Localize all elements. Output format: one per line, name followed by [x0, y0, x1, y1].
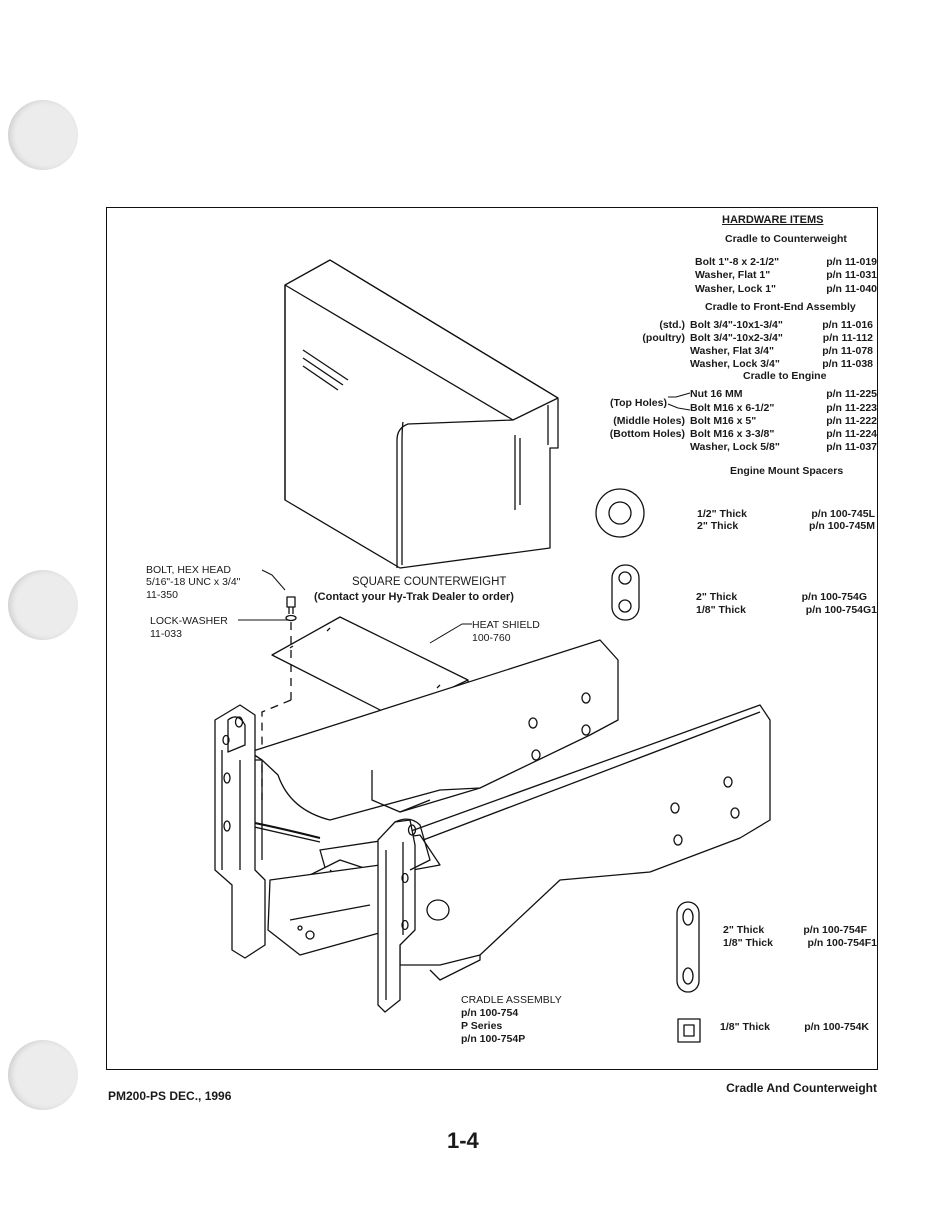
spacer-pn: p/n 100-754F1: [807, 937, 877, 949]
cradle-drawing: [249, 639, 771, 981]
callout-leaders: [238, 392, 691, 644]
round-washer-icon: [595, 488, 645, 538]
hardware-pn: p/n 11-040: [826, 283, 877, 295]
document-id: PM200-PS DEC., 1996: [108, 1089, 232, 1103]
spacer-desc: 2" Thick: [696, 591, 738, 603]
spacer-icons: [595, 488, 701, 1043]
hardware-desc: Washer, Flat 3/4": [690, 345, 774, 357]
cradle-callout-line-1: CRADLE ASSEMBLY: [461, 994, 562, 1006]
bolt-callout-line-1: BOLT, HEX HEAD: [146, 564, 231, 576]
hardware-pn: p/n 11-037: [826, 441, 877, 453]
counterweight-callout-line-2: (Contact your Hy-Trak Dealer to order): [314, 591, 514, 603]
spacers-heading: Engine Mount Spacers: [730, 465, 844, 477]
double-hole-spacer-icon: [611, 564, 640, 621]
diagram-frame: [106, 207, 878, 1070]
hardware-pn: p/n 11-225: [826, 388, 877, 400]
cradle-callout-line-3: P Series: [461, 1020, 503, 1032]
lockwasher-callout-line-1: LOCK-WASHER: [150, 615, 228, 627]
hardware-prefix: (Bottom Holes): [609, 428, 685, 440]
square-spacer-icon: [677, 1018, 701, 1043]
spacer-pn: p/n 100-754G: [801, 591, 867, 603]
group-heading-cradle-to-counterweight: Cradle to Counterweight: [725, 233, 847, 245]
group-heading-cradle-to-engine: Cradle to Engine: [743, 370, 827, 382]
spacer-pn: p/n 100-754F: [803, 924, 867, 936]
hardware-pn: p/n 11-078: [822, 345, 873, 357]
hardware-pn: p/n 11-222: [826, 415, 877, 427]
cradle-callout-line-4: p/n 100-754P: [461, 1033, 526, 1045]
right-bracket-drawing: [297, 818, 450, 1013]
hardware-desc: Bolt 3/4"-10x2-3/4": [690, 332, 783, 344]
hardware-desc: Bolt M16 x 6-1/2": [690, 402, 775, 414]
hardware-pn: p/n 11-224: [826, 428, 877, 440]
spacer-desc: 1/8" Thick: [723, 937, 773, 949]
rail-bolt-holes: [528, 692, 740, 846]
hardware-desc: Bolt 3/4"-10x1-3/4": [690, 319, 783, 331]
left-bracket-drawing: [214, 704, 266, 959]
group-heading-cradle-to-front-end: Cradle to Front-End Assembly: [705, 301, 856, 313]
hardware-desc: Bolt M16 x 3-3/8": [690, 428, 775, 440]
bolt-callout-line-2: 5/16"-18 UNC x 3/4": [146, 576, 241, 588]
spacer-pn: p/n 100-745M: [809, 520, 875, 532]
hardware-desc: Washer, Lock 1": [695, 283, 777, 295]
spacer-desc: 2" Thick: [723, 924, 765, 936]
binder-hole-bottom: [8, 1040, 78, 1110]
hardware-prefix: (Middle Holes): [613, 415, 685, 427]
heat-shield-drawing: [271, 616, 469, 721]
page-number: 1-4: [447, 1128, 479, 1153]
top-holes-label: (Top Holes): [610, 397, 667, 409]
hardware-pn: p/n 11-038: [822, 358, 873, 370]
spacer-pn: p/n 100-745L: [811, 508, 875, 520]
counterweight-drawing: [284, 259, 559, 569]
spacer-desc: 1/8" Thick: [696, 604, 746, 616]
spacer-desc: 1/2" Thick: [697, 508, 747, 520]
spacer-desc: 1/8" Thick: [720, 1021, 770, 1033]
spacer-desc: 2" Thick: [697, 520, 739, 532]
hardware-desc: Bolt 1"-8 x 2-1/2": [695, 256, 780, 268]
hardware-prefix: (poultry): [642, 332, 685, 344]
hardware-desc: Nut 16 MM: [690, 388, 743, 400]
hardware-pn: p/n 11-112: [822, 332, 873, 344]
hardware-desc: Washer, Lock 5/8": [690, 441, 780, 453]
long-spacer-icon: [676, 901, 700, 993]
binder-hole-middle: [8, 570, 78, 640]
hardware-pn: p/n 11-223: [826, 402, 877, 414]
heatshield-callout-line-1: HEAT SHIELD: [472, 619, 540, 631]
counterweight-callout-line-1: SQUARE COUNTERWEIGHT: [352, 576, 507, 588]
cradle-callout-line-2: p/n 100-754: [461, 1007, 519, 1019]
hardware-prefix: (std.): [659, 319, 685, 331]
hardware-title: HARDWARE ITEMS: [722, 214, 824, 226]
hardware-pn: p/n 11-016: [822, 319, 873, 331]
hardware-pn: p/n 11-019: [826, 256, 877, 268]
section-title: Cradle And Counterweight: [726, 1081, 877, 1095]
spacer-pn: p/n 100-754G1: [805, 604, 877, 616]
hardware-desc: Bolt M16 x 5": [690, 415, 757, 427]
hardware-desc: Washer, Lock 3/4": [690, 358, 780, 370]
heatshield-callout-line-2: 100-760: [472, 632, 511, 644]
lockwasher-callout-line-2: 11-033: [150, 628, 182, 640]
hardware-desc: Washer, Flat 1": [695, 269, 771, 281]
hardware-pn: p/n 11-031: [826, 269, 877, 281]
spacer-pn: p/n 100-754K: [804, 1021, 869, 1033]
binder-hole-top: [8, 100, 78, 170]
bolt-callout-line-3: 11-350: [146, 589, 178, 601]
